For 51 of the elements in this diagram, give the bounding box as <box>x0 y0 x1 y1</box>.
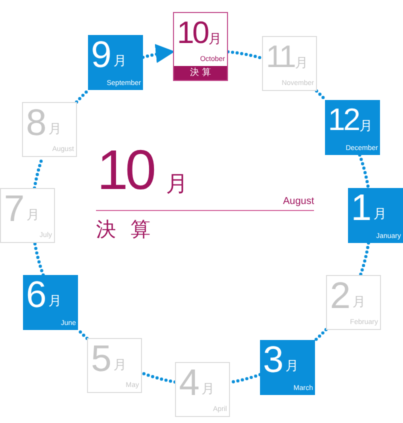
center-english-label: August <box>283 196 314 208</box>
month-card <box>260 340 315 395</box>
label-band: 決 算 <box>174 66 227 80</box>
dotted-connector <box>76 328 89 340</box>
dotted-connector <box>33 241 45 277</box>
month-card <box>348 188 403 243</box>
month-kanji: 月 <box>114 54 127 69</box>
month-card <box>262 36 317 91</box>
month-card <box>23 275 78 330</box>
month-kanji: 月 <box>359 119 372 134</box>
month-kanji: 月 <box>48 122 62 137</box>
dotted-connector <box>358 153 370 190</box>
month-kanji: 月 <box>208 32 222 47</box>
month-kanji: 月 <box>286 359 299 374</box>
month-number: 11 <box>266 38 294 76</box>
center-month-kanji: 月 <box>166 172 188 198</box>
month-kanji: 月 <box>114 358 127 373</box>
month-kanji: 月 <box>48 294 62 309</box>
dotted-connector <box>358 241 370 277</box>
month-card <box>325 100 380 155</box>
month-number: 9 <box>91 36 110 74</box>
month-number: 12 <box>328 101 358 139</box>
dotted-connector <box>226 50 264 60</box>
month-number: 7 <box>4 190 23 228</box>
month-card <box>22 102 77 157</box>
month-number: 3 <box>263 341 282 379</box>
month-number: 1 <box>351 189 370 227</box>
month-card <box>87 338 142 393</box>
month-number: 5 <box>91 340 110 378</box>
month-kanji: 月 <box>295 56 308 71</box>
month-number: 8 <box>26 104 45 142</box>
center-month-number: 10 <box>97 138 154 202</box>
dotted-connector <box>140 371 177 384</box>
month-number: 10 <box>177 14 208 52</box>
highlighted-month-card <box>173 12 228 81</box>
month-card <box>0 188 55 243</box>
dotted-connector <box>315 89 327 102</box>
center-title: 決 算 <box>96 216 154 242</box>
dotted-connector <box>75 88 90 104</box>
month-kanji: 月 <box>374 207 387 222</box>
month-kanji: 月 <box>26 208 40 223</box>
month-number: 2 <box>330 277 349 315</box>
month-number: 6 <box>26 276 45 314</box>
month-card <box>326 275 381 330</box>
month-card <box>88 35 143 90</box>
month-kanji: 月 <box>352 295 366 310</box>
dotted-arrow <box>141 44 175 64</box>
month-kanji: 月 <box>202 382 215 397</box>
month-number: 4 <box>179 364 198 402</box>
month-card <box>175 362 230 417</box>
dotted-connector <box>313 328 328 342</box>
